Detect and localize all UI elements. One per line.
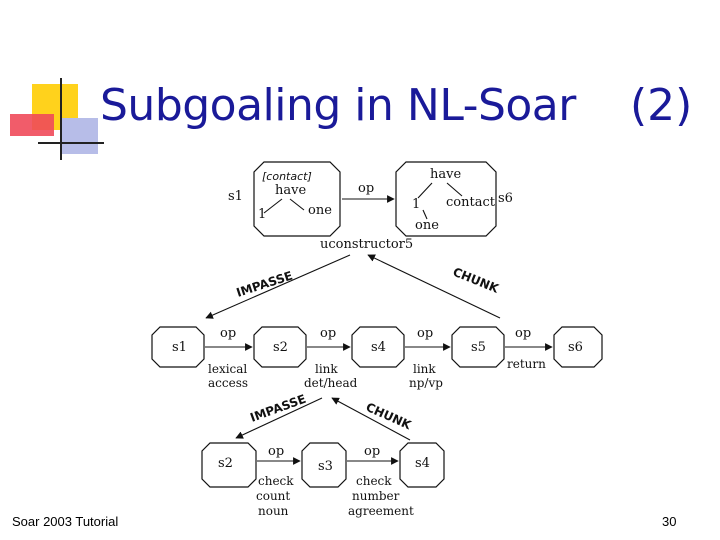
top-s6-edge-2 (446, 182, 463, 197)
bot-state-label: s4 (415, 456, 430, 471)
footer-text: Soar 2003 Tutorial (12, 514, 119, 529)
page-number: 30 (662, 514, 677, 529)
top-state-s1-label: s1 (228, 189, 243, 204)
mid-state-label: s1 (172, 340, 187, 355)
mid-note-line: np/vp (409, 376, 443, 390)
impasse-label-1: IMPASSE (235, 269, 295, 300)
top-s6-one: one (415, 218, 439, 233)
decor-blue-square (62, 118, 98, 154)
slide-title: Subgoaling in NL-Soar (100, 80, 576, 131)
mid-note-line: lexical (208, 362, 247, 376)
top-s1-edge-2 (289, 198, 305, 211)
chunk-arrow-2 (331, 397, 411, 441)
bot-note-line: number (352, 489, 400, 503)
top-s6-contact: contact (446, 195, 496, 210)
bot-state-s3-box (301, 442, 347, 488)
chunk-label-1: CHUNK (451, 265, 501, 296)
mid-state-label: s2 (273, 340, 288, 355)
mid-note-line: access (208, 376, 248, 390)
mid-state-s4-box (351, 326, 405, 368)
impasse-arrow-2 (235, 397, 323, 439)
top-s6-i: 1 (412, 197, 420, 212)
mid-state-label: s6 (568, 340, 583, 355)
bot-note-line: agreement (348, 504, 414, 518)
mid-state-s6-box (553, 326, 603, 368)
chunk-label-2: CHUNK (364, 400, 414, 433)
mid-op-label: op (220, 326, 236, 341)
top-s1-tag: [contact] (262, 170, 312, 183)
bot-state-s2-box (201, 442, 257, 488)
mid-note-line: link (315, 362, 338, 376)
decor-red-bar (10, 114, 54, 136)
top-s1-i: 1 (258, 207, 266, 222)
bot-state-s4-box (399, 442, 445, 488)
mid-note-line: return (507, 357, 546, 371)
decor-horizontal-line (38, 142, 104, 144)
bot-op-label: op (364, 444, 380, 459)
mid-op-label: op (417, 326, 433, 341)
top-state-s1-box (253, 161, 341, 237)
bot-note-line: check (356, 474, 392, 488)
mid-op-label: op (320, 326, 336, 341)
mid-state-s1-box (151, 326, 205, 368)
bot-note-line: count (256, 489, 290, 503)
bot-op-label: op (268, 444, 284, 459)
mid-note-line: det/head (304, 376, 358, 390)
top-s1-edge-1 (263, 198, 283, 214)
mid-note-line: link (413, 362, 436, 376)
top-s1-have: have (275, 183, 306, 198)
mid-state-s2-box (253, 326, 307, 368)
chunk-arrow-1 (367, 254, 501, 319)
top-s6-edge-3 (422, 209, 428, 220)
top-s1-one: one (308, 203, 332, 218)
top-s6-edge-1 (417, 182, 433, 199)
mid-state-label: s4 (371, 340, 386, 355)
bot-note-line: check (258, 474, 294, 488)
slide-title-number: (2) (630, 80, 693, 131)
top-op-label: op (358, 181, 374, 196)
top-state-s6-box (395, 161, 497, 237)
mid-op-label: op (515, 326, 531, 341)
bot-state-label: s2 (218, 456, 233, 471)
impasse-arrow-1 (205, 254, 351, 319)
top-s6-have: have (430, 167, 461, 182)
mid-state-label: s5 (471, 340, 486, 355)
mid-state-s5-box (451, 326, 505, 368)
top-state-s6-label: s6 (498, 191, 513, 206)
top-operator-label: uconstructor5 (320, 237, 413, 252)
decor-vertical-line (60, 78, 62, 160)
bot-state-label: s3 (318, 459, 333, 474)
bot-note-line: noun (258, 504, 289, 518)
